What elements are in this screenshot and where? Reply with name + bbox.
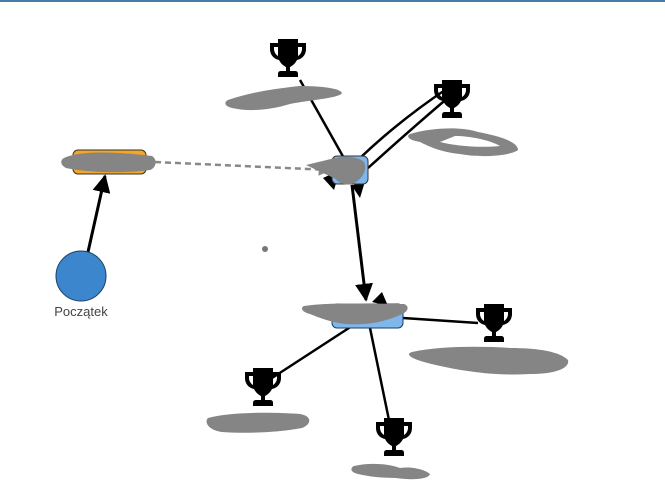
- trophy-bottom-left[interactable]: [206, 368, 310, 433]
- redaction-trophy-top-right-label: [408, 128, 518, 157]
- redaction-trophy-bottom-label: [351, 463, 430, 480]
- hub-top-node[interactable]: [306, 155, 369, 185]
- edge-start-to-orange: [86, 174, 111, 253]
- redaction-hub-bottom-label: [302, 303, 408, 325]
- arrowhead-hub-bottom: [372, 292, 388, 306]
- redaction-trophy-right-label: [408, 346, 569, 375]
- edge-hub-top-to-hub-bottom: [350, 184, 373, 302]
- edge-hub-bottom-to-trophy-bottom-left: [271, 324, 353, 380]
- hub-bottom-node[interactable]: [302, 303, 408, 329]
- trophy-bottom[interactable]: [351, 418, 430, 480]
- orange-node[interactable]: [61, 149, 156, 175]
- stray-dot: [262, 246, 268, 252]
- trophy-icon: [434, 80, 470, 118]
- trophy-right[interactable]: [408, 304, 569, 375]
- edge-orange-to-hub-top-dashed: [154, 160, 332, 176]
- edges: [86, 79, 479, 426]
- start-node[interactable]: Początek: [54, 250, 108, 319]
- edge-hub-bottom-to-trophy-right: [402, 316, 479, 325]
- hub-top-dashed-arrowhead: [306, 158, 338, 180]
- edge-hub-bottom-to-trophy-bottom: [368, 327, 392, 426]
- trophy-icon: [376, 418, 412, 456]
- redaction-trophy-top-label: [225, 86, 342, 111]
- redaction-orange-label: [61, 152, 156, 173]
- trophy-icon: [245, 368, 281, 406]
- trophy-icon: [270, 39, 306, 77]
- start-node-label: Początek: [54, 304, 108, 319]
- trophy-top-right[interactable]: [408, 80, 518, 157]
- start-node-circle[interactable]: [55, 250, 107, 302]
- trophy-top[interactable]: [225, 39, 342, 111]
- trophy-icon: [476, 304, 512, 342]
- edge-hub-top-to-trophy-top-right-b: [367, 95, 451, 169]
- redaction-trophy-bottom-left-label: [206, 412, 310, 433]
- top-border: [0, 0, 665, 2]
